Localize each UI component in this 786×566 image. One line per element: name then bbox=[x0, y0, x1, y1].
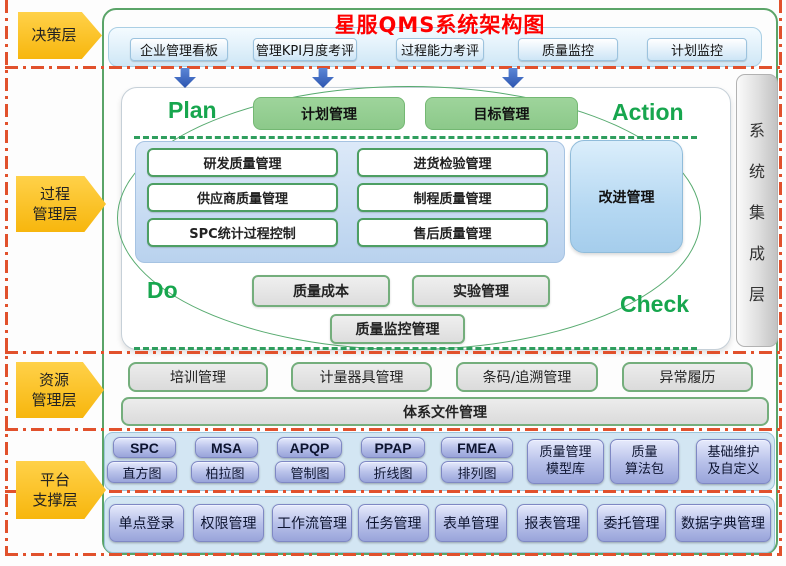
tall-button-line: 算法包 bbox=[624, 461, 664, 477]
integration-char: 成 bbox=[748, 243, 765, 263]
separator-process bbox=[5, 351, 781, 354]
check-box: 质量监控管理 bbox=[330, 314, 465, 344]
platform-tall-button: 基础维护 及自定义 bbox=[696, 439, 771, 484]
service-button: 单点登录 bbox=[109, 504, 184, 542]
frame-line-left bbox=[5, 0, 8, 556]
tall-button-line: 模型库 bbox=[545, 461, 585, 477]
layer-label-text: 过程 bbox=[39, 184, 70, 203]
tool-button: FMEA bbox=[441, 437, 513, 458]
do-box: 实验管理 bbox=[412, 275, 550, 307]
service-button: 任务管理 bbox=[358, 504, 429, 542]
process-box: 制程质量管理 bbox=[357, 183, 548, 212]
integration-layer-bar: 系 统 集 成 层 bbox=[736, 74, 778, 347]
chart-button: 排列图 bbox=[441, 461, 513, 483]
pdca-plan-label: Plan bbox=[168, 97, 217, 123]
separator-platform bbox=[5, 490, 781, 493]
pdca-dashed-line-top bbox=[134, 136, 697, 139]
layer-label-platform: 平台 支撑层 bbox=[16, 461, 106, 519]
layer-label-text: 支撑层 bbox=[32, 491, 78, 509]
tall-button-line: 质量 bbox=[631, 444, 658, 460]
layer-label-text: 资源 bbox=[38, 370, 69, 389]
process-box: 进货检验管理 bbox=[357, 148, 548, 177]
decision-button: 过程能力考评 bbox=[396, 38, 484, 61]
page-title: 星服QMS系统架构图 bbox=[334, 13, 546, 37]
service-button: 权限管理 bbox=[193, 504, 264, 542]
layer-label-text: 平台 bbox=[39, 470, 70, 489]
layer-label-decision: 决策层 bbox=[18, 12, 102, 59]
separator-decision bbox=[5, 66, 781, 69]
resource-wide-box: 体系文件管理 bbox=[121, 397, 769, 426]
process-box: 研发质量管理 bbox=[147, 148, 338, 177]
tall-button-line: 基础维护 bbox=[707, 444, 760, 460]
decision-button: 质量监控 bbox=[518, 38, 618, 61]
tool-button: PPAP bbox=[361, 437, 425, 458]
tall-button-line: 质量管理 bbox=[539, 444, 592, 460]
plan-box: 计划管理 bbox=[253, 97, 405, 130]
resource-box: 培训管理 bbox=[128, 362, 268, 392]
plan-box: 目标管理 bbox=[425, 97, 578, 130]
tool-button: SPC bbox=[113, 437, 176, 458]
frame-line-right bbox=[779, 0, 782, 556]
tool-button: APQP bbox=[277, 437, 342, 458]
chart-button: 柏拉图 bbox=[191, 461, 259, 483]
platform-tall-button: 质量 算法包 bbox=[610, 439, 679, 484]
chart-button: 折线图 bbox=[359, 461, 427, 483]
decision-button: 企业管理看板 bbox=[130, 38, 228, 61]
integration-char: 层 bbox=[748, 284, 765, 304]
resource-box: 条码/追溯管理 bbox=[456, 362, 598, 392]
layer-label-text: 管理层 bbox=[32, 205, 78, 223]
resource-box: 异常履历 bbox=[622, 362, 753, 392]
service-button: 数据字典管理 bbox=[675, 504, 771, 542]
do-box: 质量成本 bbox=[252, 275, 390, 307]
separator-bottom bbox=[5, 553, 781, 556]
layer-label-text: 管理层 bbox=[31, 391, 77, 409]
pdca-action-label: Action bbox=[612, 99, 684, 125]
tool-button: MSA bbox=[195, 437, 258, 458]
chart-button: 直方图 bbox=[107, 461, 177, 483]
resource-box: 计量器具管理 bbox=[291, 362, 432, 392]
decision-button: 管理KPI月度考评 bbox=[253, 38, 357, 61]
pdca-check-label: Check bbox=[620, 291, 690, 317]
integration-char: 集 bbox=[748, 202, 765, 222]
process-box: 供应商质量管理 bbox=[147, 183, 338, 212]
layer-label-text: 决策层 bbox=[31, 26, 77, 45]
chart-button: 管制图 bbox=[275, 461, 345, 483]
layer-label-process: 过程 管理层 bbox=[16, 176, 106, 232]
process-box: SPC统计过程控制 bbox=[147, 218, 338, 247]
decision-button: 计划监控 bbox=[647, 38, 747, 61]
integration-char: 系 bbox=[748, 120, 765, 140]
tall-button-line: 及自定义 bbox=[707, 461, 760, 477]
service-button: 工作流管理 bbox=[272, 504, 352, 542]
service-button: 委托管理 bbox=[597, 504, 666, 542]
layer-label-resource: 资源 管理层 bbox=[16, 362, 104, 418]
pdca-dashed-line-bottom bbox=[134, 347, 697, 350]
platform-tall-button: 质量管理 模型库 bbox=[527, 439, 604, 484]
service-button: 表单管理 bbox=[435, 504, 507, 542]
improve-box: 改进管理 bbox=[570, 140, 683, 253]
separator-resource bbox=[5, 428, 781, 431]
service-button: 报表管理 bbox=[517, 504, 588, 542]
integration-char: 统 bbox=[748, 161, 765, 181]
pdca-do-label: Do bbox=[147, 277, 178, 303]
process-box: 售后质量管理 bbox=[357, 218, 548, 247]
